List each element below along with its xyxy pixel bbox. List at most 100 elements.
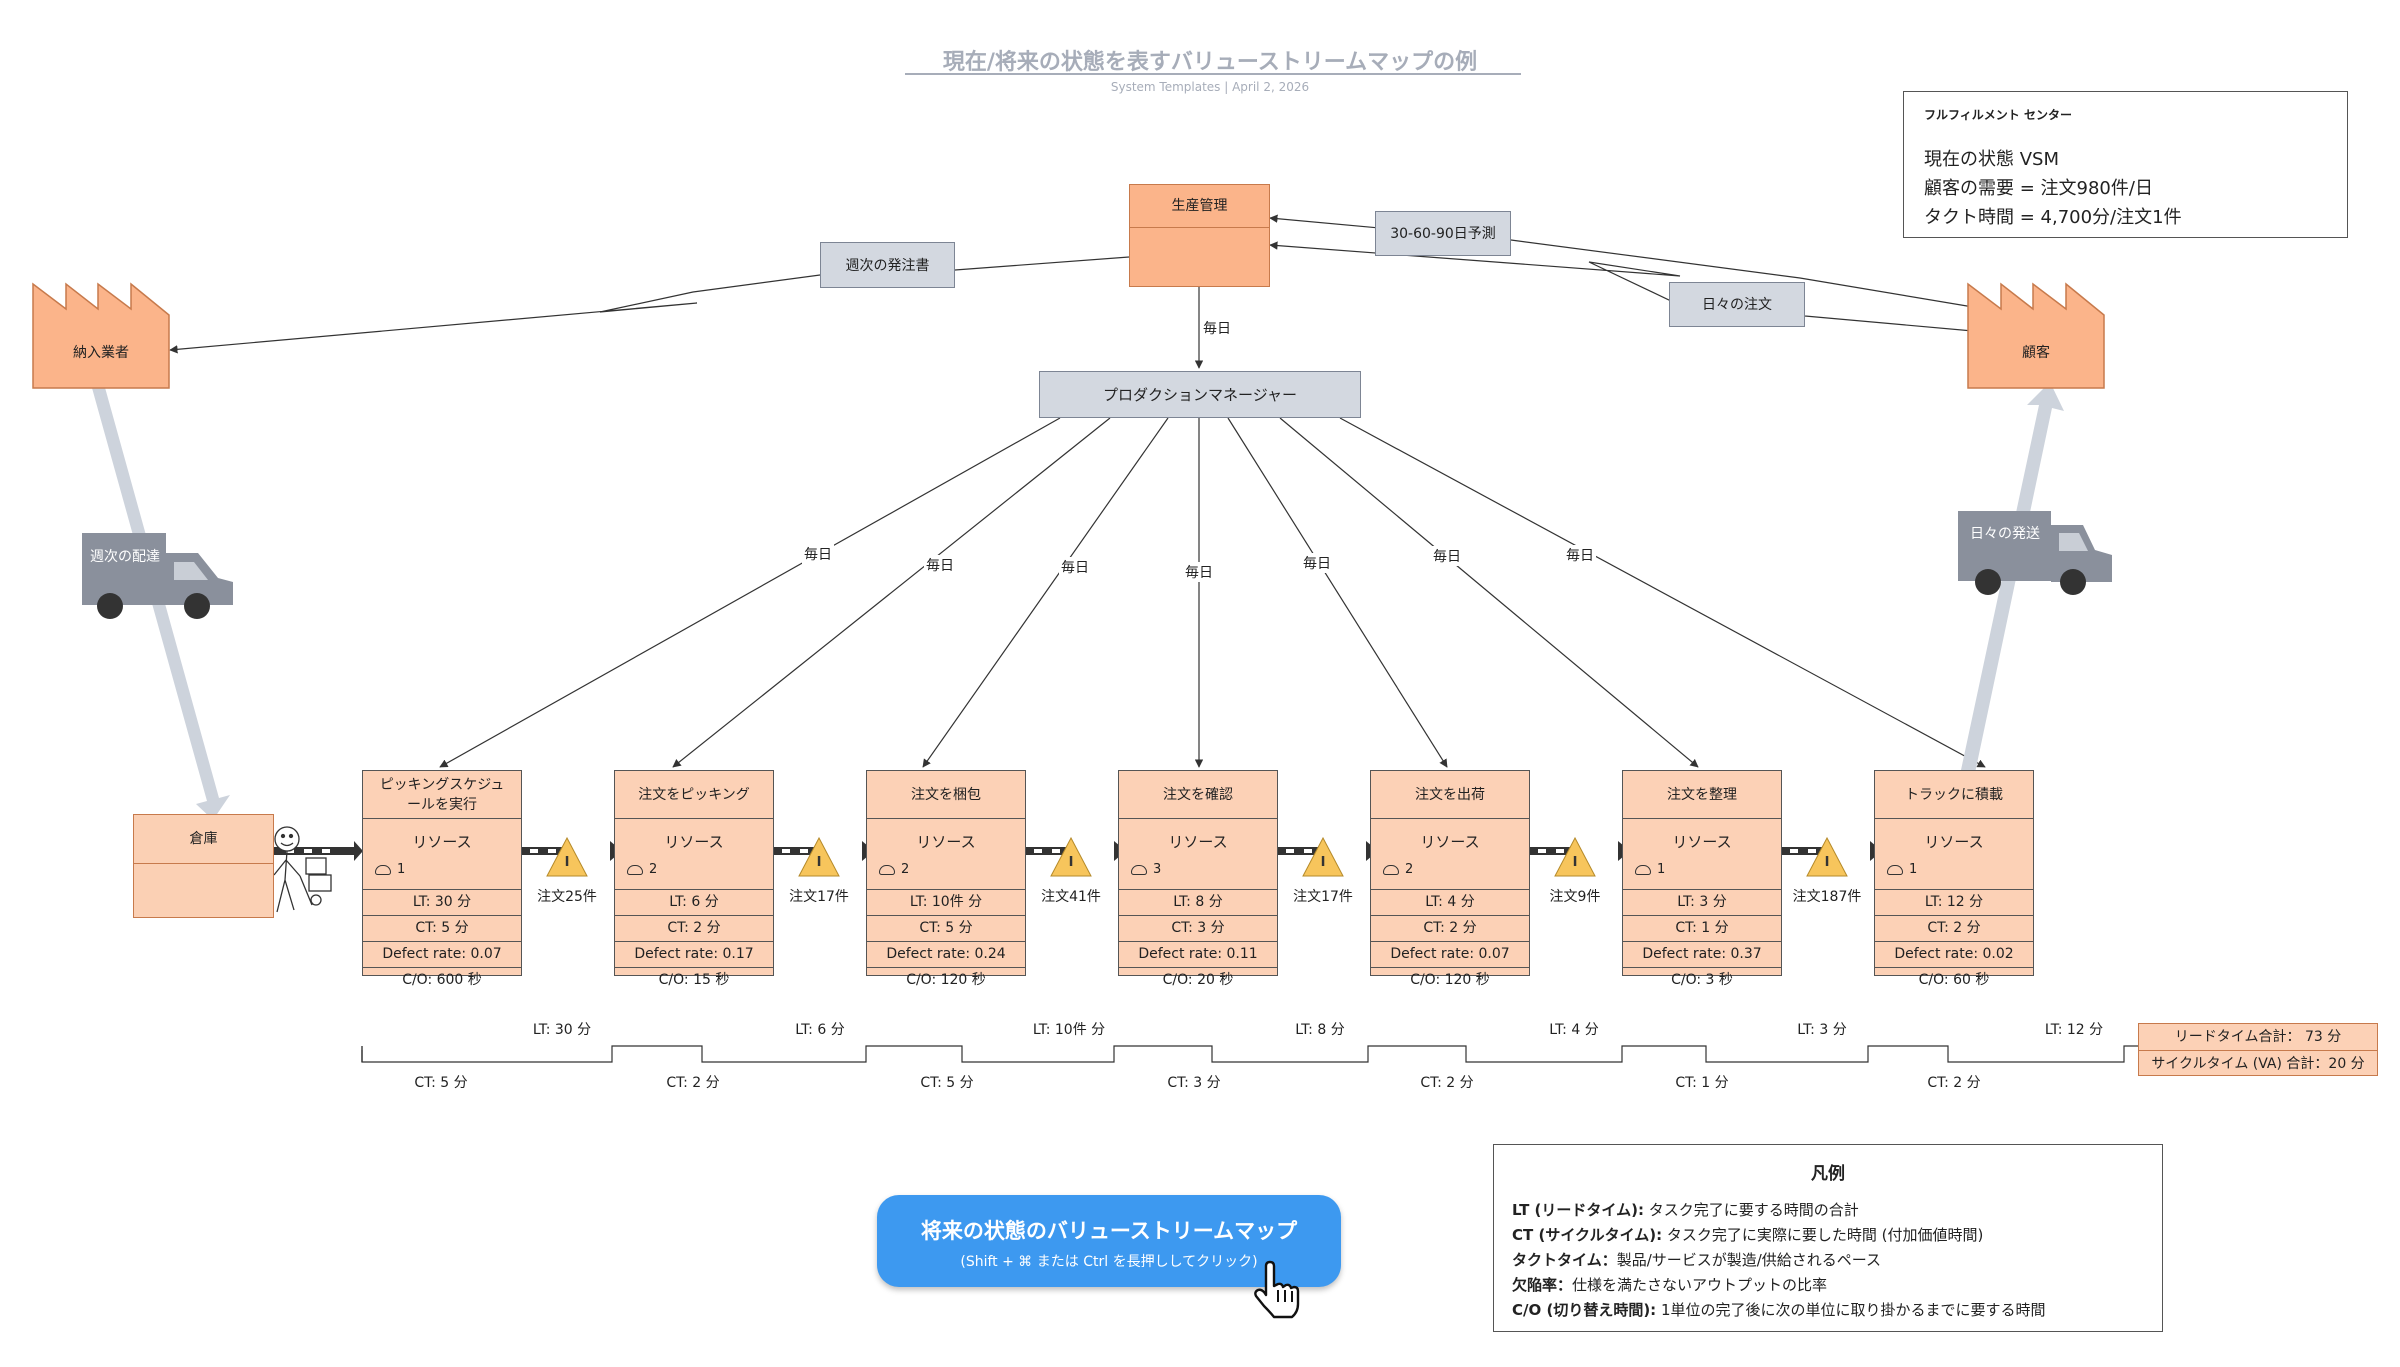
customer-label: 顧客 xyxy=(2022,345,2050,361)
legend-term: C/O (切り替え時間): xyxy=(1512,1301,1657,1319)
operator-count-value: 1 xyxy=(1657,862,1666,877)
legend-desc: 製品/サービスが製造/供給されるペース xyxy=(1616,1251,1882,1269)
process-lt: LT: 12 分 xyxy=(1875,890,2033,916)
process-lt: LT: 30 分 xyxy=(363,890,521,916)
timeline-summary: リードタイム合計： 73 分 サイクルタイム (VA) 合計：20 分 xyxy=(2138,1023,2378,1076)
inventory-triangles: I I I I I I xyxy=(546,836,1848,877)
operator-icon xyxy=(1887,864,1903,875)
svg-text:I: I xyxy=(1069,855,1074,870)
inventory-label: 注文17件 xyxy=(789,889,849,905)
process-resource: リソース 2 xyxy=(867,819,1025,890)
factory-customer xyxy=(1967,282,2105,389)
daily-label: 毎日 xyxy=(1301,553,1333,573)
cycle-time-total: サイクルタイム (VA) 合計：20 分 xyxy=(2151,1056,2365,1072)
process-defect: Defect rate: 0.07 xyxy=(1371,942,1529,968)
operator-count: 1 xyxy=(1887,862,1917,877)
operator-icon xyxy=(1383,864,1399,875)
factory-icon xyxy=(1967,282,2105,389)
process-box: 注文を確認 リソース 3 LT: 8 分 CT: 3 分 Defect rate… xyxy=(1118,770,1278,988)
operator-count: 2 xyxy=(627,862,657,877)
timeline-lt: LT: 8 分 xyxy=(1295,1022,1345,1038)
operator-count: 3 xyxy=(1131,862,1161,877)
process-resource: リソース 2 xyxy=(615,819,773,890)
legend-title: 凡例 xyxy=(1811,1164,1845,1184)
inventory-icon xyxy=(1554,836,1596,877)
operator-icon xyxy=(627,864,643,875)
operator-count-value: 1 xyxy=(397,862,406,877)
process-defect: Defect rate: 0.24 xyxy=(867,942,1025,968)
legend-item: タクトタイム：製品/サービスが製造/供給されるペース xyxy=(1512,1248,2144,1273)
lead-time-total: リードタイム合計： 73 分 xyxy=(2139,1024,2377,1051)
daily-order-label: 日々の注文 xyxy=(1669,282,1805,327)
operator-count-value: 1 xyxy=(1909,862,1918,877)
process-lt: LT: 3 分 xyxy=(1623,890,1781,916)
process-title: ピッキングスケジュ ールを実行 xyxy=(363,771,521,819)
timeline-lt: LT: 12 分 xyxy=(2044,1022,2104,1038)
forecast-label: 30-60-90日予測 xyxy=(1375,211,1511,256)
process-resource: リソース 3 xyxy=(1119,819,1277,890)
process-title: 注文を出荷 xyxy=(1371,771,1529,819)
timeline-lt: LT: 30 分 xyxy=(532,1022,592,1038)
truck-icon xyxy=(82,533,166,605)
future-state-vsm-button[interactable]: 将来の状態のバリューストリームマップ (Shift + ⌘ または Ctrl を… xyxy=(877,1195,1341,1287)
resource-label: リソース xyxy=(916,833,976,851)
resource-label: リソース xyxy=(1168,833,1228,851)
process-resource: リソース 2 xyxy=(1371,819,1529,890)
weekly-po-label: 週次の発注書 xyxy=(820,242,955,288)
hand-cursor-icon xyxy=(1254,1260,1300,1319)
legend-item: LT (リードタイム): タスク完了に要する時間の合計 xyxy=(1512,1198,2144,1223)
timeline-ct: CT: 2 分 xyxy=(1420,1075,1474,1091)
legend-term: CT (サイクルタイム): xyxy=(1512,1226,1663,1244)
operator-count-value: 2 xyxy=(1405,862,1414,877)
inventory-icon xyxy=(546,836,588,877)
info-line: 顧客の需要 = 注文980件/日 xyxy=(1924,178,2153,199)
daily-label: 毎日 xyxy=(1183,562,1215,582)
process-box: 注文を出荷 リソース 2 LT: 4 分 CT: 2 分 Defect rate… xyxy=(1370,770,1530,988)
process-resource: リソース 1 xyxy=(1623,819,1781,890)
info-heading: フルフィルメント センター xyxy=(1924,108,2072,122)
operator-icon xyxy=(375,864,391,875)
process-title: 注文をピッキング xyxy=(615,771,773,819)
process-box: 注文を整理 リソース 1 LT: 3 分 CT: 1 分 Defect rate… xyxy=(1622,770,1782,988)
inventory-icon xyxy=(798,836,840,877)
daily-label: 毎日 xyxy=(1431,546,1463,566)
timeline-ct: CT: 5 分 xyxy=(920,1075,974,1091)
process-resource: リソース 1 xyxy=(363,819,521,890)
operator-count: 1 xyxy=(1635,862,1665,877)
page-title: 現在/将来の状態を表すバリューストリームマップの例 xyxy=(942,50,1478,75)
process-co: C/O: 600 秒 xyxy=(402,972,482,988)
process-title: 注文を確認 xyxy=(1119,771,1277,819)
process-ct: CT: 2 分 xyxy=(1371,916,1529,942)
legend-desc: タスク完了に要する時間の合計 xyxy=(1643,1201,1859,1219)
process-ct: CT: 5 分 xyxy=(363,916,521,942)
production-control-label: 生産管理 xyxy=(1130,185,1269,228)
resource-label: リソース xyxy=(1672,833,1732,851)
legend-desc: 1単位の完了後に次の単位に取り掛かるまでに要する時間 xyxy=(1656,1301,2046,1319)
process-ct: CT: 5 分 xyxy=(867,916,1025,942)
inventory-icon xyxy=(1050,836,1092,877)
process-title: 注文を梱包 xyxy=(867,771,1025,819)
push-arrows-material xyxy=(92,382,2064,820)
process-defect: Defect rate: 0.17 xyxy=(615,942,773,968)
daily-label: 毎日 xyxy=(802,544,834,564)
operator-count: 1 xyxy=(375,862,405,877)
process-defect: Defect rate: 0.37 xyxy=(1623,942,1781,968)
timeline-lt: LT: 4 分 xyxy=(1549,1022,1599,1038)
factory-icon xyxy=(32,282,170,389)
daily-label: 毎日 xyxy=(1201,318,1233,338)
daily-label: 毎日 xyxy=(924,555,956,575)
process-title: 注文を整理 xyxy=(1623,771,1781,819)
truck-weekly xyxy=(82,533,233,619)
process-co: C/O: 20 秒 xyxy=(1162,972,1234,988)
process-ct: CT: 3 分 xyxy=(1119,916,1277,942)
production-manager-box: プロダクションマネージャー xyxy=(1039,371,1361,418)
inventory-label: 注文187件 xyxy=(1792,889,1862,905)
inventory-label: 注文41件 xyxy=(1041,889,1101,905)
info-line: タクト時間 = 4,700分/注文1件 xyxy=(1924,207,2182,228)
process-lt: LT: 6 分 xyxy=(615,890,773,916)
svg-text:I: I xyxy=(1825,855,1830,870)
daily-label: 毎日 xyxy=(1059,557,1091,577)
process-co: C/O: 60 秒 xyxy=(1918,972,1990,988)
process-ct: CT: 1 分 xyxy=(1623,916,1781,942)
